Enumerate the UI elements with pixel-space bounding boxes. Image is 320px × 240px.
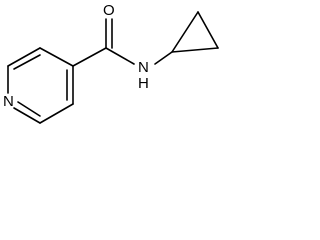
bond-nitrogen-cyclopropyl [154,51,173,65]
molecule-diagram: O N H N [3,2,219,124]
amide-nitrogen-label: N [138,59,149,76]
bond-c4-c3 [39,47,74,67]
pyridine-ring [7,47,74,124]
bond-c6-c5 [39,103,74,124]
bond-c4-carbonyl [72,47,107,67]
ring-nitrogen-label: N [3,93,14,110]
bond-c3-c2-inner [13,54,41,70]
bond-carbonyl-nitrogen [105,47,135,65]
amide-group [72,18,173,67]
bond-cp-left [171,11,199,53]
cyclopropyl-ring [171,11,219,53]
bond-n1-c6-inner [17,101,41,117]
oxygen-label: O [103,2,115,19]
bond-cp-base [171,47,219,53]
bond-cp-right [197,11,219,49]
amide-hydrogen-label: H [138,75,149,92]
bond-c3-c2 [7,47,41,67]
bond-n1-c6 [13,107,41,124]
